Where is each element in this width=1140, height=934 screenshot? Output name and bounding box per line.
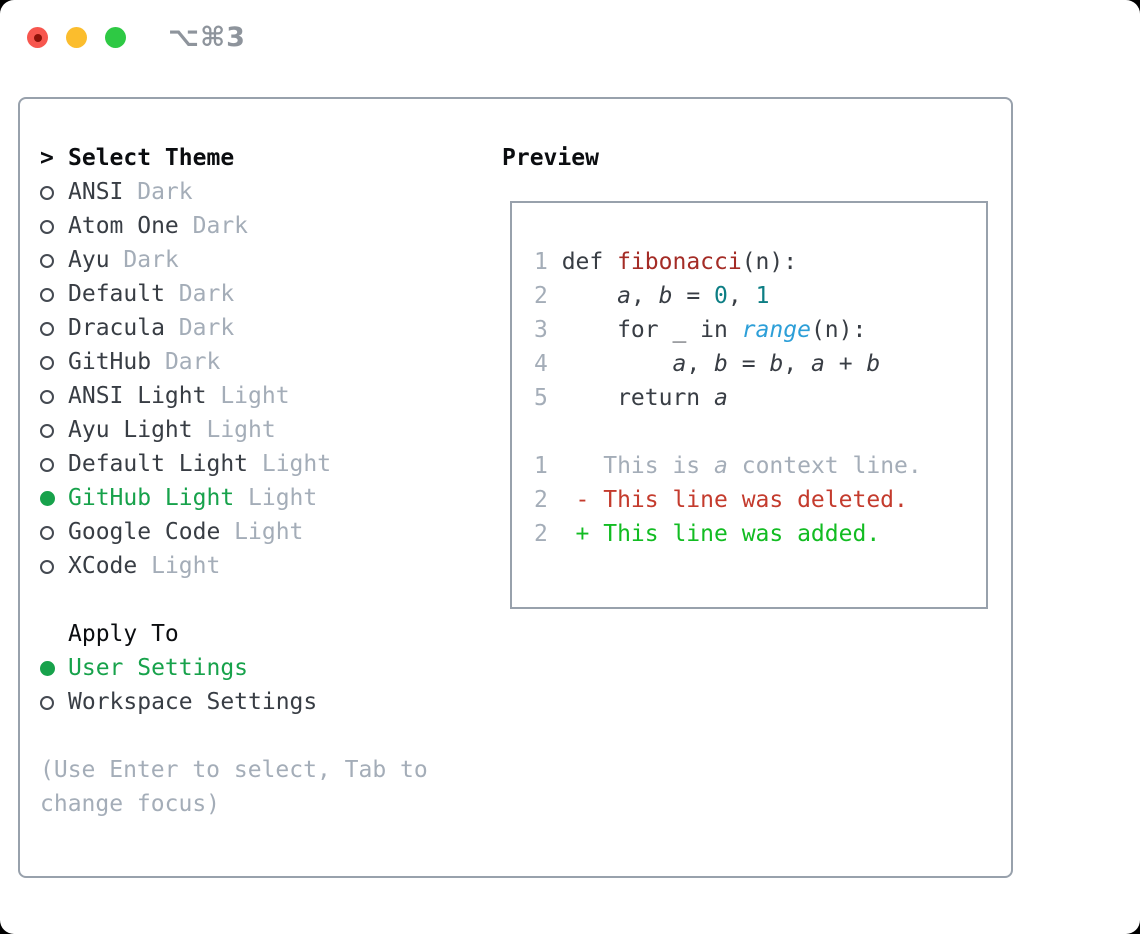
select-theme-heading: > Select Theme [40,141,502,175]
apply-option-user-settings[interactable]: User Settings [40,651,502,685]
line-number: 5 [534,385,548,411]
radio-icon [40,254,54,268]
zoom-button[interactable] [105,27,126,48]
line-number: 2 [534,521,548,547]
diff-deleted-line: 2 - This line was deleted. [534,483,976,517]
radio-icon [40,696,54,710]
line-number: 1 [534,249,548,275]
preview-heading: Preview [502,145,599,171]
radio-icon [40,220,54,234]
cursor-arrow-icon: > [40,145,54,171]
code-line: 3 for _ in range(n): [534,313,976,347]
select-theme-label: Select Theme [68,145,235,171]
apply-to-heading: Apply To [68,621,179,647]
apply-option-workspace-settings[interactable]: Workspace Settings [40,685,502,719]
code-line: 4 a, b = b, a + b [534,347,976,381]
radio-selected-icon [40,661,55,676]
radio-icon [40,322,54,336]
keyboard-hint-line1: (Use Enter to select, Tab to [40,757,428,783]
line-number: 2 [534,487,548,513]
radio-icon [40,424,54,438]
radio-icon [40,560,54,574]
window-title: ⌥⌘3 [168,22,246,53]
diff-added-line: 2 + This line was added. [534,517,976,551]
radio-icon [40,458,54,472]
radio-icon [40,526,54,540]
line-number: 1 [534,453,548,479]
keyboard-hint-line2: change focus) [40,791,221,817]
line-number: 3 [534,317,548,343]
radio-icon [40,356,54,370]
diff-context-line: 1 This is a context line. [534,449,976,483]
radio-icon [40,186,54,200]
line-number: 2 [534,283,548,309]
minimize-button[interactable] [66,27,87,48]
radio-selected-icon [40,491,55,506]
traffic-lights [27,27,126,48]
code-line: 5 return a [534,381,976,415]
radio-icon [40,390,54,404]
code-line: 2 a, b = 0, 1 [534,279,976,313]
radio-icon [40,288,54,302]
close-button[interactable] [27,27,48,48]
line-number: 4 [534,351,548,377]
